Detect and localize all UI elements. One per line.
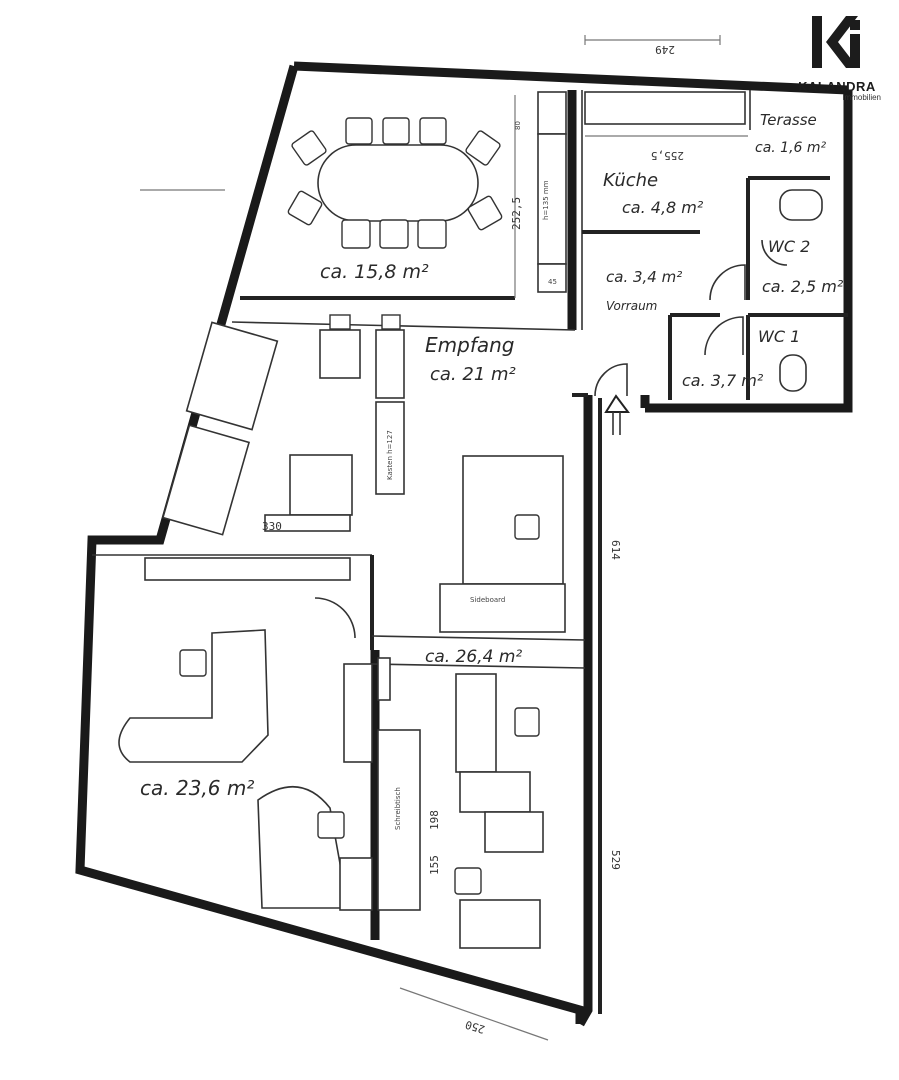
dim-bottom: 250 (464, 1018, 487, 1036)
label-conference-area: ca. 15,8 m² (320, 261, 429, 283)
label-wc1: WC 1 (758, 327, 800, 346)
label-terrace: Terasse (760, 111, 817, 129)
label-wc2-area: ca. 2,5 m² (762, 277, 844, 296)
dim-top: 249 (655, 43, 675, 56)
dim-right-upper: 614 (609, 540, 622, 560)
sideboard-label: Sideboard (470, 596, 505, 604)
top-dimension: 249 (584, 35, 721, 56)
label-reception-area: ca. 21 m² (430, 364, 516, 385)
entrance-arrow-icon (604, 394, 630, 435)
dim-kitchen-width: 255,5 (651, 149, 684, 162)
label-wc2: WC 2 (768, 237, 810, 256)
dim-198: 198 (428, 810, 441, 830)
label-terrace-area: ca. 1,6 m² (755, 140, 827, 156)
label-kitchen-area: ca. 4,8 m² (622, 198, 704, 217)
logo-subtitle: Immobilien (842, 93, 881, 102)
dim-right-lower: 529 (609, 850, 622, 870)
work-desk-center: Sideboard 614 (439, 455, 622, 633)
bottom-dimension: 250 (399, 987, 549, 1041)
interior-walls (92, 90, 848, 940)
dim-conf-width: 252,5 (510, 197, 523, 230)
logo-brand: KALANDRA (798, 79, 876, 94)
kalandra-logo: KALANDRA Immobilien (787, 12, 887, 102)
reception-furniture: Kasten h=127 330 (144, 314, 405, 581)
conference-chairs (287, 117, 503, 249)
label-kitchen: Küche (603, 170, 658, 191)
door-swings (314, 239, 788, 639)
conference-shelves: h=135 mm 80 45 252,5 (510, 91, 567, 298)
label-left-office-area: ca. 23,6 m² (140, 776, 254, 800)
dim-80: 80 (514, 121, 522, 130)
wc-fixtures (779, 189, 823, 392)
cabinet-label: Kasten h=127 (386, 430, 394, 480)
kitchen-furniture: 255,5 (584, 91, 748, 162)
desk-label: Schreibtisch (394, 787, 402, 830)
conference-table (317, 144, 479, 222)
label-reception: Empfang (425, 333, 514, 357)
dim-155: 155 (428, 855, 441, 875)
shelf-label: h=135 mm (542, 180, 550, 220)
label-vorraum-area: ca. 3,4 m² (606, 268, 682, 286)
label-vorraum: Vorraum (606, 299, 657, 313)
label-right-office-area: ca. 26,4 m² (425, 647, 522, 667)
dim-45: 45 (548, 278, 557, 286)
right-office-furniture: Schreibtisch 198 155 529 (377, 673, 622, 949)
left-office-furniture (118, 629, 391, 911)
label-wc1-area: ca. 3,7 m² (682, 371, 764, 390)
kalandra-logo-mark-icon (812, 16, 860, 68)
dim-330: 330 (262, 520, 282, 533)
